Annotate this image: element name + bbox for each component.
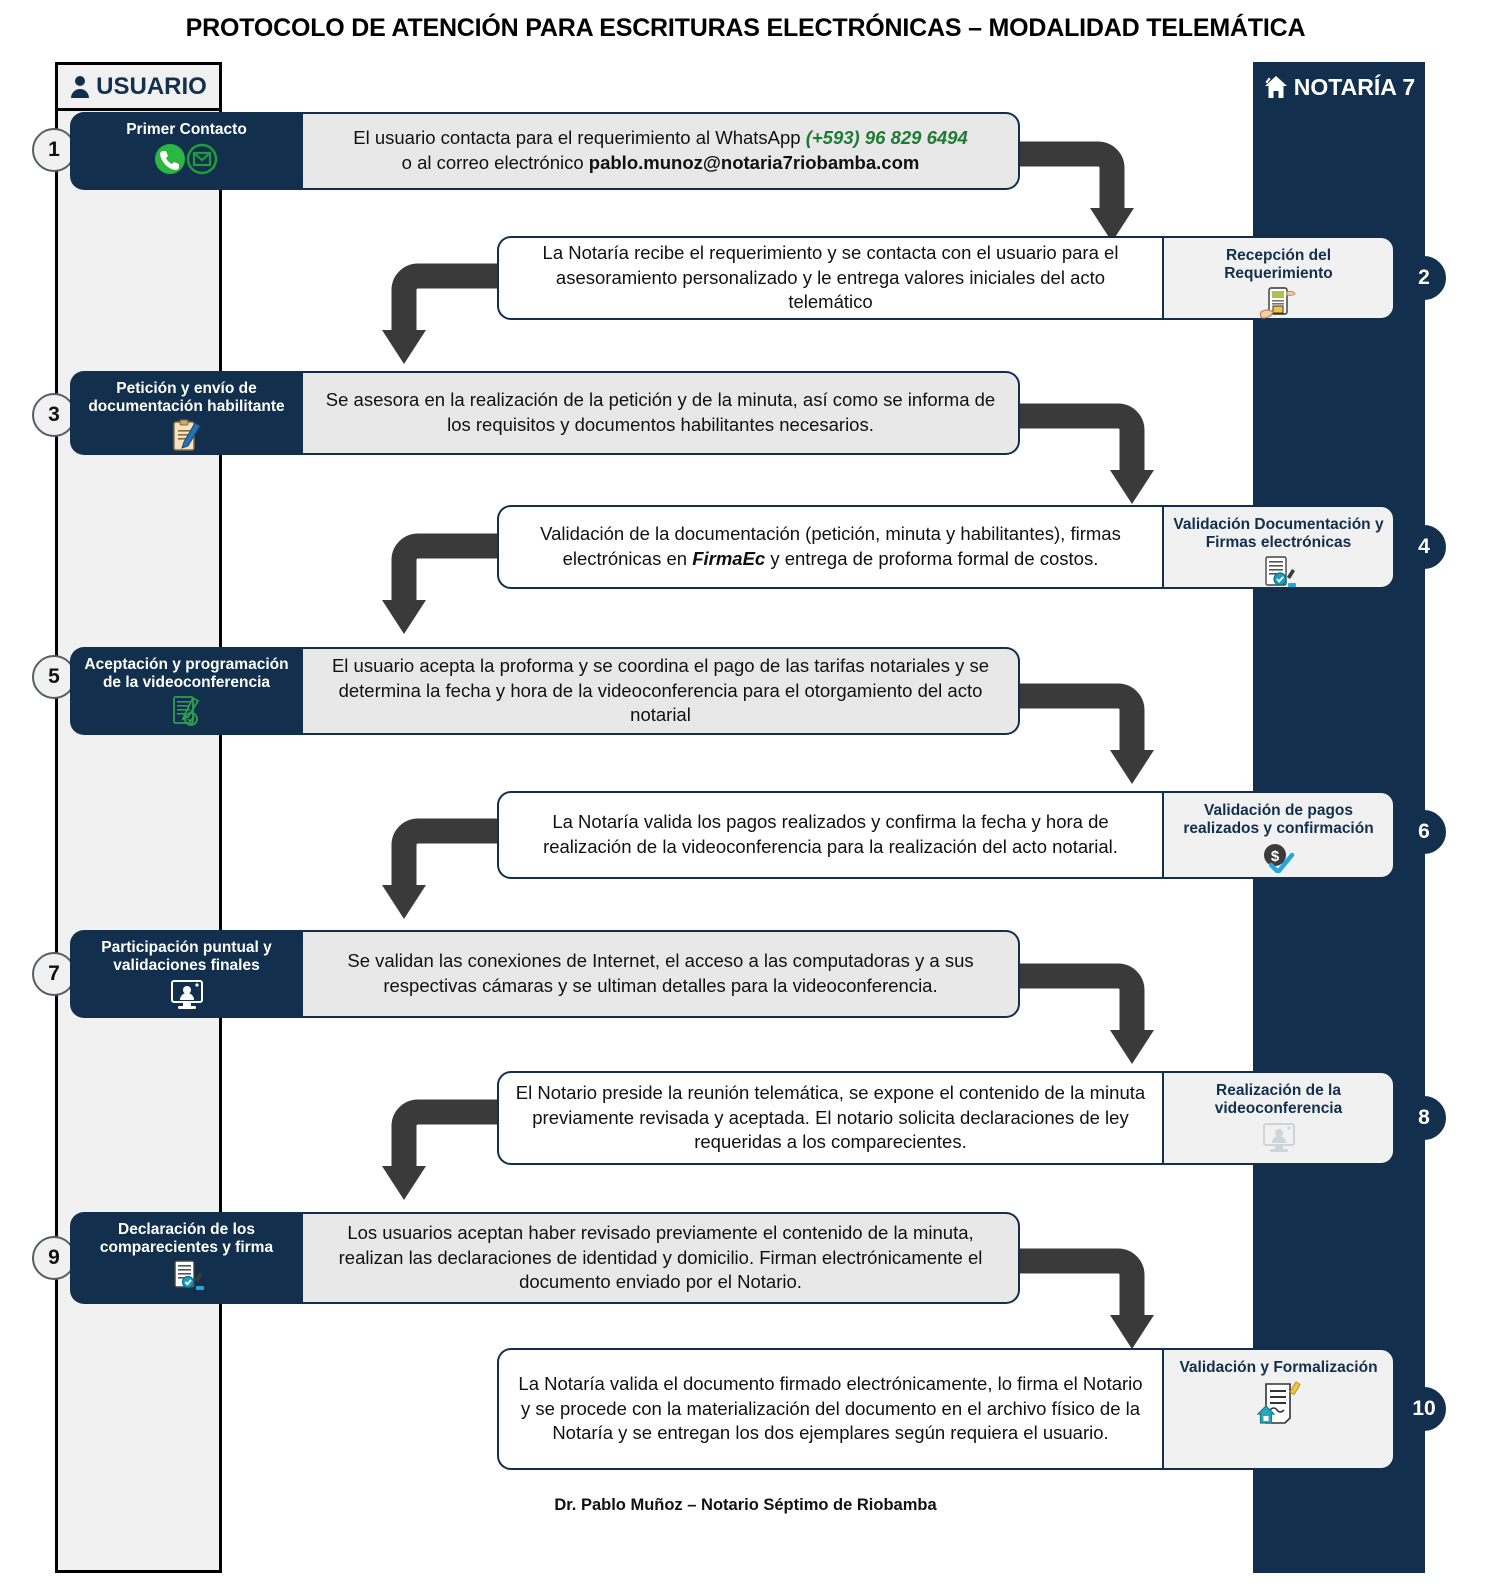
step-8-body: El Notario preside la reunión telemática… (497, 1071, 1162, 1165)
contact-icons (153, 142, 221, 181)
document-verified-icon (166, 1260, 208, 1297)
step-9-text: Los usuarios aceptan haber revisado prev… (338, 1222, 983, 1293)
step-block-4[interactable]: Validación de la documentación (petición… (497, 505, 1395, 589)
phone-number: (+593) 96 829 6494 (805, 127, 968, 149)
step-block-2[interactable]: La Notaría recibe el requerimiento y se … (497, 236, 1395, 320)
step-5-text: El usuario acepta la proforma y se coord… (331, 655, 990, 726)
connector-4-to-5 (370, 530, 530, 640)
step-4-text: Validación de la documentación (petición… (515, 522, 1146, 571)
step-4-text-a: Validación de la documentación (petición… (540, 523, 1121, 569)
step-5-label-panel: Aceptación y programación de la videocon… (70, 647, 303, 735)
step-block-9[interactable]: Declaración de los comparecientes y firm… (70, 1212, 1020, 1304)
step-7-label: Participación puntual y validaciones fin… (101, 939, 272, 975)
video-call-icon (167, 978, 207, 1017)
step-6-label-panel: Validación de pagos realizados y confirm… (1162, 791, 1395, 879)
step-badge-2: 2 (1402, 256, 1446, 300)
step-block-8[interactable]: El Notario preside la reunión telemática… (497, 1071, 1395, 1165)
step-7-text: Se validan las conexiones de Internet, e… (347, 950, 974, 996)
step-4-label-panel: Validación Documentación y Firmas electr… (1162, 505, 1395, 589)
email-icon (186, 143, 217, 175)
svg-text:$: $ (1270, 848, 1279, 865)
step-badge-6: 6 (1402, 810, 1446, 854)
step-6-text: La Notaría valida los pagos realizados y… (543, 811, 1118, 857)
step-10-label-panel: Validación y Formalización (1162, 1348, 1395, 1470)
step-3-body: Se asesora en la realización de la petic… (303, 371, 1020, 455)
step-3-label: Petición y envío de documentación habili… (88, 380, 285, 416)
connector-1-to-2 (1010, 138, 1160, 248)
step-badge-8: 8 (1402, 1096, 1446, 1140)
connector-6-to-7 (370, 815, 530, 925)
step-8-text: El Notario preside la reunión telemática… (515, 1082, 1146, 1153)
lane-user-header: USUARIO (55, 62, 222, 108)
document-hand-icon (1257, 286, 1301, 329)
document-verified-icon (1258, 555, 1300, 594)
step-7-body: Se validan las conexiones de Internet, e… (303, 930, 1020, 1018)
footer-credit: Dr. Pablo Muñoz – Notario Séptimo de Rio… (554, 1496, 937, 1514)
step-6-body: La Notaría valida los pagos realizados y… (497, 791, 1162, 879)
step-1-text: El usuario contacta para el requerimient… (353, 126, 967, 175)
step-8-label: Realización de la videoconferencia (1214, 1082, 1343, 1118)
connector-7-to-8 (1010, 960, 1170, 1070)
signed-document-check-icon (167, 695, 207, 732)
email-address: pablo.munoz@notaria7riobamba.com (588, 152, 920, 173)
step-9-label-panel: Declaración de los comparecientes y firm… (70, 1212, 303, 1304)
step-3-text: Se asesora en la realización de la petic… (325, 389, 996, 435)
clipboard-pencil-icon (167, 419, 207, 458)
step-1-label: Primer Contacto (126, 121, 247, 138)
firmaec-label: FirmaEc (692, 548, 766, 569)
connector-8-to-9 (370, 1096, 530, 1206)
notarized-document-icon (1252, 1380, 1306, 1433)
step-4-body: Validación de la documentación (petición… (497, 505, 1162, 589)
step-7-label-panel: Participación puntual y validaciones fin… (70, 930, 303, 1018)
lane-notaria-header: NOTARÍA 7 (1253, 62, 1425, 112)
step-badge-5: 5 (32, 655, 76, 699)
step-badge-9: 9 (32, 1236, 76, 1280)
step-block-1[interactable]: Primer Contacto El usuario contact (70, 112, 1020, 190)
step-4-text-b: y entrega de proforma formal de costos. (765, 548, 1099, 569)
step-badge-1: 1 (32, 128, 76, 172)
step-block-6[interactable]: La Notaría valida los pagos realizados y… (497, 791, 1395, 879)
step-1-label-panel: Primer Contacto (70, 112, 303, 190)
step-block-10[interactable]: La Notaría valida el documento firmado e… (497, 1348, 1395, 1470)
step-1-text-a: El usuario contacta para el requerimient… (353, 127, 806, 149)
lane-user-label: USUARIO (96, 72, 207, 100)
step-6-label: Validación de pagos realizados y confirm… (1183, 802, 1374, 838)
step-9-label: Declaración de los comparecientes y firm… (99, 1221, 274, 1257)
step-5-body: El usuario acepta la proforma y se coord… (303, 647, 1020, 735)
step-badge-10: 10 (1402, 1387, 1446, 1431)
step-10-label: Validación y Formalización (1179, 1359, 1378, 1376)
lane-user-body (55, 108, 222, 1573)
step-2-label-panel: Recepción del Requerimiento (1162, 236, 1395, 320)
user-icon (70, 75, 90, 99)
step-5-label: Aceptación y programación de la videocon… (84, 656, 289, 692)
step-block-5[interactable]: Aceptación y programación de la videocon… (70, 647, 1020, 735)
step-1-text-b: o al correo electrónico (401, 152, 589, 173)
step-2-label: Recepción del Requerimiento (1224, 247, 1333, 283)
step-badge-4: 4 (1402, 525, 1446, 569)
money-check-icon: $ (1258, 841, 1300, 878)
step-block-3[interactable]: Petición y envío de documentación habili… (70, 371, 1020, 455)
step-3-label-panel: Petición y envío de documentación habili… (70, 371, 303, 455)
step-2-body: La Notaría recibe el requerimiento y se … (497, 236, 1162, 320)
step-1-body: El usuario contacta para el requerimient… (303, 112, 1020, 190)
step-block-7[interactable]: Participación puntual y validaciones fin… (70, 930, 1020, 1018)
house-icon (1263, 74, 1289, 100)
step-4-label: Validación Documentación y Firmas electr… (1173, 516, 1384, 552)
step-2-text: La Notaría recibe el requerimiento y se … (542, 242, 1119, 313)
connector-2-to-3 (370, 260, 530, 370)
connector-9-to-10 (1010, 1245, 1170, 1355)
whatsapp-icon (154, 144, 185, 175)
step-10-body: La Notaría valida el documento firmado e… (497, 1348, 1162, 1470)
lane-notaria-label: NOTARÍA 7 (1293, 73, 1416, 100)
step-10-text: La Notaría valida el documento firmado e… (518, 1373, 1143, 1444)
step-badge-7: 7 (32, 952, 76, 996)
page-title: PROTOCOLO DE ATENCIÓN PARA ESCRITURAS EL… (185, 14, 1306, 42)
step-9-body: Los usuarios aceptan haber revisado prev… (303, 1212, 1020, 1304)
video-call-icon (1259, 1121, 1299, 1160)
connector-3-to-4 (1010, 400, 1170, 510)
connector-5-to-6 (1010, 680, 1170, 790)
step-8-label-panel: Realización de la videoconferencia (1162, 1071, 1395, 1165)
